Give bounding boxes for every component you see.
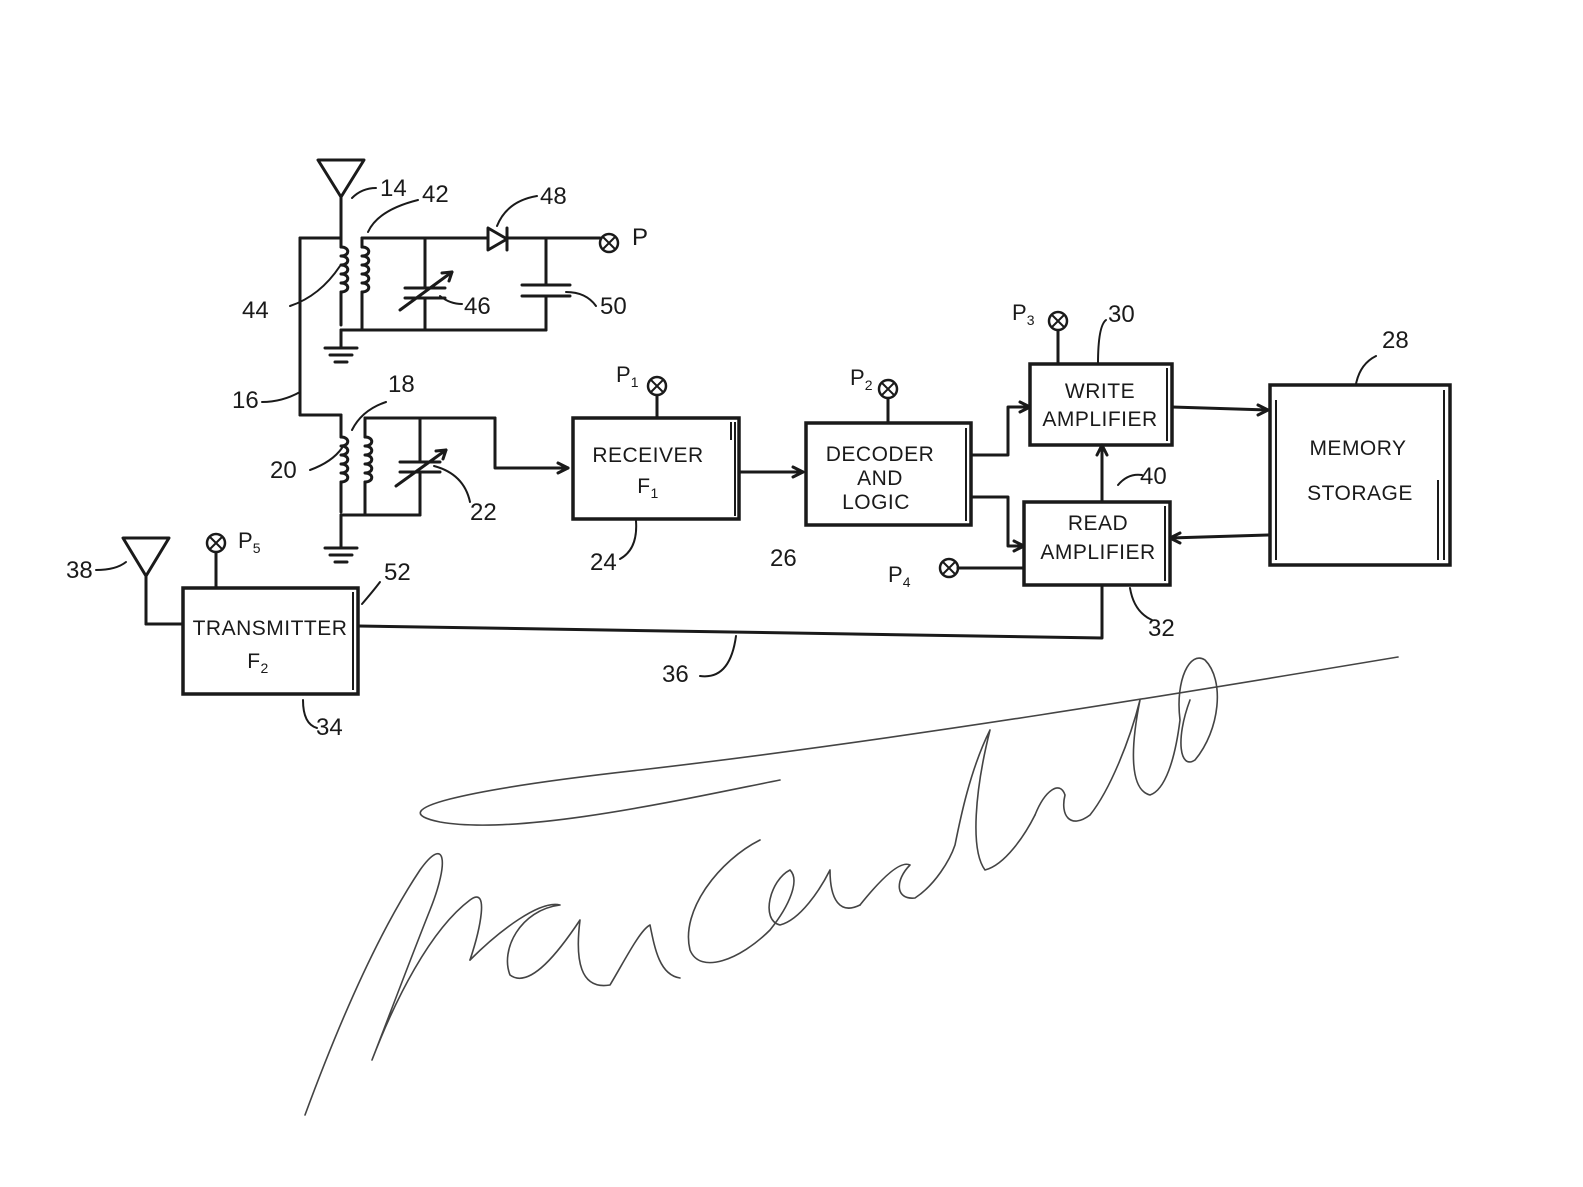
ground-2 — [323, 513, 359, 564]
svg-text:20: 20 — [270, 457, 297, 484]
transmitter-block: TRANSMITTER F2 — [181, 586, 360, 696]
terminal-p: P — [598, 224, 648, 254]
svg-text:TRANSMITTER: TRANSMITTER — [193, 617, 348, 640]
svg-text:18: 18 — [388, 371, 415, 398]
reference-numerals: 14 42 48 44 46 50 16 18 20 22 24 26 28 3… — [66, 175, 1409, 741]
svg-text:22: 22 — [470, 499, 497, 526]
receiver-freq-sub: 1 — [651, 485, 659, 501]
pin-p5: P5 — [205, 528, 261, 590]
svg-text:40: 40 — [1140, 463, 1167, 490]
svg-text:P5: P5 — [238, 528, 261, 556]
coupled-coils-18-20 — [339, 413, 497, 517]
ground-1 — [323, 328, 359, 364]
svg-text:F2: F2 — [247, 650, 269, 676]
variable-capacitor-22 — [394, 416, 448, 517]
coupled-coils-42-44 — [298, 236, 548, 332]
svg-text:P2: P2 — [850, 365, 873, 393]
svg-text:AMPLIFIER: AMPLIFIER — [1042, 408, 1157, 431]
svg-text:30: 30 — [1108, 301, 1135, 328]
svg-text:48: 48 — [540, 183, 567, 210]
capacitor-50 — [520, 236, 602, 332]
svg-text:46: 46 — [464, 293, 491, 320]
svg-text:52: 52 — [384, 559, 411, 586]
pin-p2: P2 — [850, 365, 899, 425]
wire-memory-read — [1168, 533, 1270, 540]
wire-write-memory — [1170, 405, 1270, 412]
svg-text:38: 38 — [66, 557, 93, 584]
handwritten-signature — [304, 656, 1399, 1116]
receiver-freq: F — [637, 475, 650, 498]
svg-text:36: 36 — [662, 661, 689, 688]
receiver-label: RECEIVER — [592, 444, 703, 467]
diode-48 — [486, 226, 548, 252]
svg-text:44: 44 — [242, 297, 269, 324]
wire-to-receiver — [493, 416, 570, 470]
svg-text:28: 28 — [1382, 327, 1409, 354]
pin-p1: P1 — [616, 362, 668, 420]
variable-capacitor-46 — [398, 236, 454, 332]
svg-text:DECODER: DECODER — [826, 443, 935, 466]
decoder-logic-block: DECODER AND LOGIC — [804, 421, 973, 527]
svg-text:50: 50 — [600, 293, 627, 320]
wire-decoder-read — [969, 495, 1026, 548]
svg-text:42: 42 — [422, 181, 449, 208]
svg-text:34: 34 — [316, 714, 343, 741]
svg-text:READ: READ — [1068, 512, 1128, 535]
antenna-38 — [121, 536, 185, 626]
antenna-14 — [316, 158, 366, 240]
svg-text:32: 32 — [1148, 615, 1175, 642]
wire-decoder-write — [969, 405, 1032, 457]
svg-text:LOGIC: LOGIC — [842, 491, 910, 514]
read-amplifier-block: READ AMPLIFIER — [1022, 500, 1172, 587]
svg-text:AMPLIFIER: AMPLIFIER — [1040, 541, 1155, 564]
pin-label-p: P — [632, 224, 648, 251]
memory-storage-block: MEMORY STORAGE — [1268, 383, 1452, 567]
svg-text:P1: P1 — [616, 362, 639, 390]
pin-p3: P3 — [1012, 300, 1069, 366]
line-36 — [356, 583, 1104, 640]
svg-text:16: 16 — [232, 387, 259, 414]
svg-text:WRITE: WRITE — [1065, 380, 1135, 403]
svg-text:AND: AND — [857, 467, 903, 490]
pin-p4: P4 — [888, 557, 1026, 590]
svg-text:14: 14 — [380, 175, 407, 202]
svg-text:F1: F1 — [637, 475, 659, 501]
svg-text:P3: P3 — [1012, 300, 1035, 328]
svg-text:24: 24 — [590, 549, 617, 576]
svg-text:MEMORY: MEMORY — [1309, 437, 1406, 460]
receiver-block: RECEIVER F1 — [571, 416, 741, 521]
svg-text:26: 26 — [770, 545, 797, 572]
write-amplifier-block: WRITE AMPLIFIER — [1028, 362, 1174, 447]
svg-text:P4: P4 — [888, 562, 911, 590]
svg-text:STORAGE: STORAGE — [1307, 482, 1413, 505]
